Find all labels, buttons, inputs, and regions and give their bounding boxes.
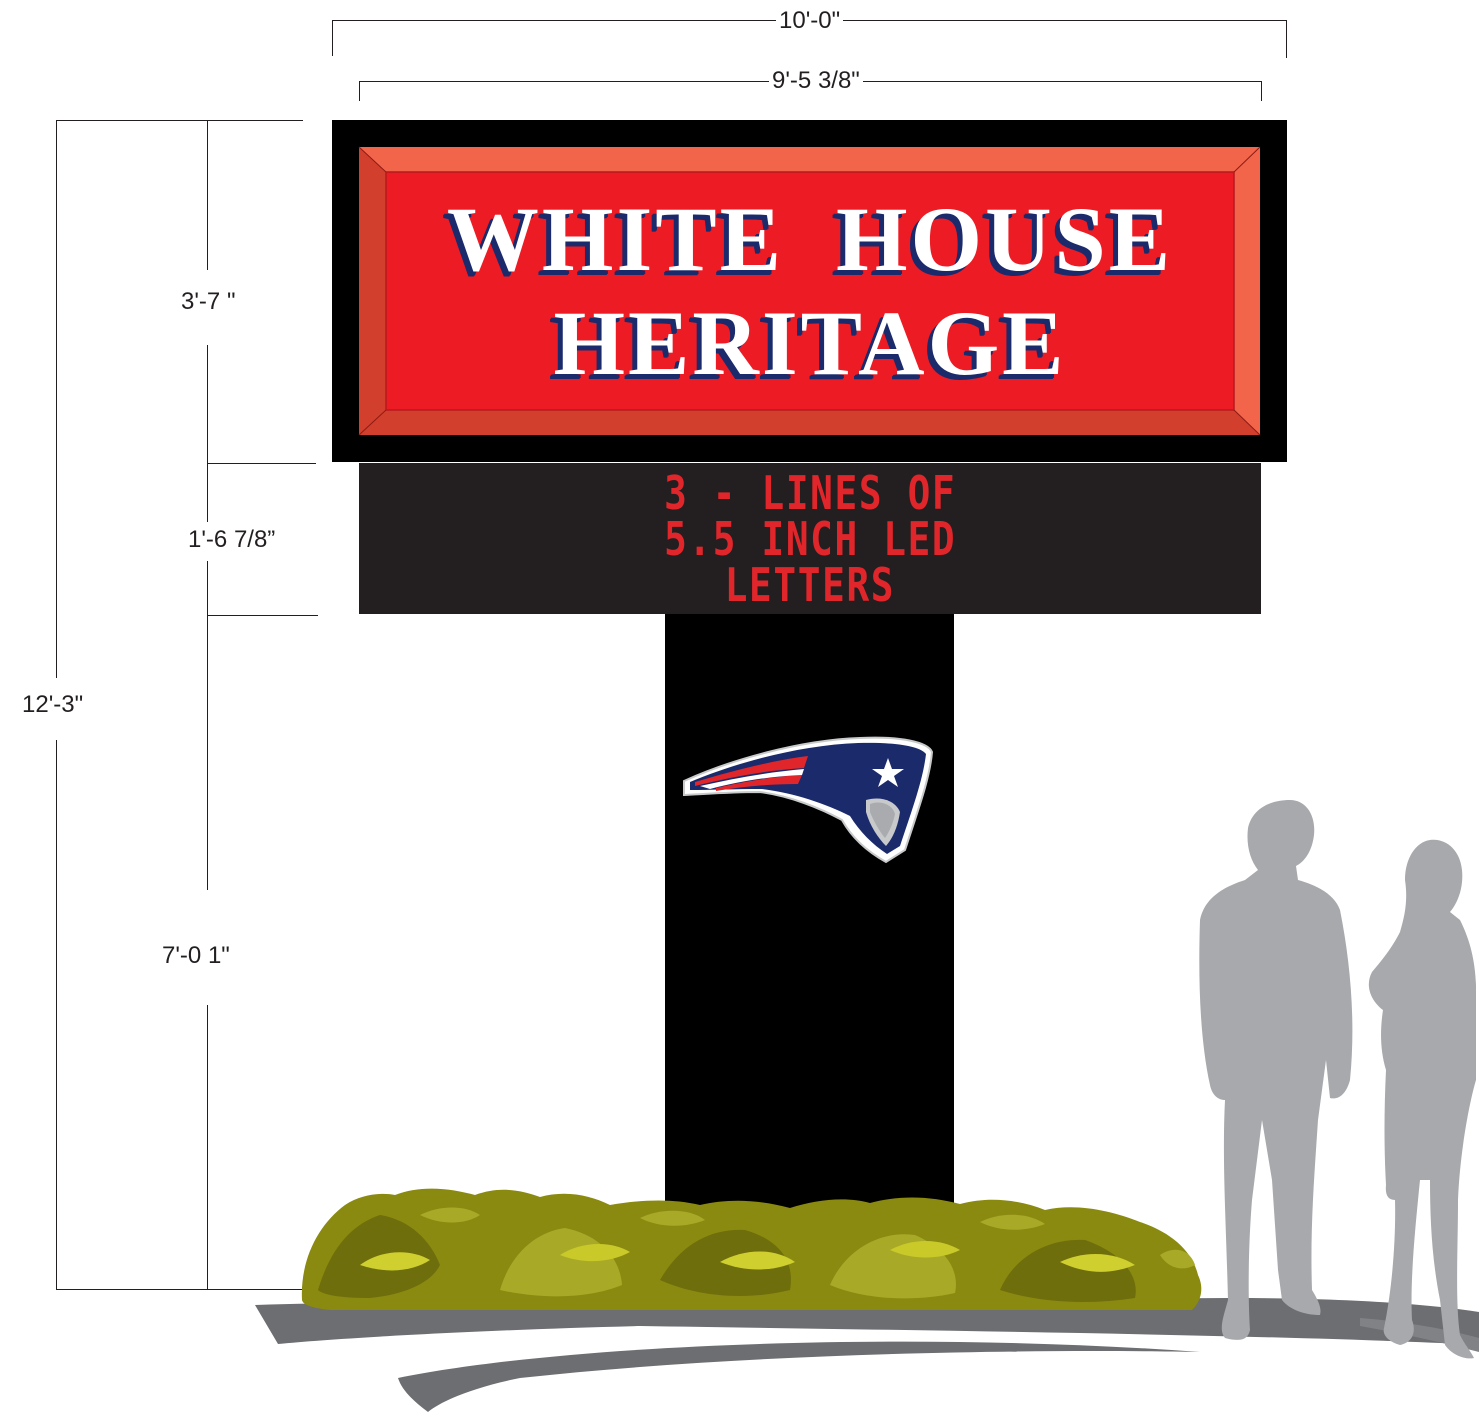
cabinet-height-line-upper	[207, 120, 208, 270]
led-top-tick	[207, 463, 316, 464]
overall-height-bottom-tick	[56, 1289, 308, 1290]
cabinet-height-line-lower	[207, 345, 208, 463]
overall-width-tick-right	[1286, 20, 1287, 58]
post-height-line-upper	[207, 615, 208, 890]
post-height-line-lower	[207, 1005, 208, 1289]
overall-width-tick-left	[332, 20, 333, 56]
led-line-2: 5.5 INCH LED	[663, 511, 957, 566]
sign-text: WHITE HOUSE HERITAGE	[386, 172, 1234, 410]
sign-post	[665, 614, 954, 1214]
overall-height-top-tick	[56, 120, 303, 121]
overall-height-line-lower	[56, 740, 57, 1289]
cabinet-width-tick-right	[1261, 81, 1262, 101]
cabinet-width-tick-left	[359, 81, 360, 101]
led-message-board: 3 - LINES OF 5.5 INCH LED LETTERS	[359, 463, 1261, 614]
cabinet-height-label: 3'-7 "	[181, 288, 236, 315]
sign-line-2: HERITAGE	[553, 292, 1067, 394]
post-height-label: 7'-0 1"	[162, 942, 230, 969]
led-height-line-upper	[207, 463, 208, 522]
overall-height-label: 12'-3"	[22, 691, 84, 718]
overall-height-line-upper	[56, 120, 57, 678]
sign-line-1: WHITE HOUSE	[446, 188, 1174, 290]
led-height-line-lower	[207, 561, 208, 615]
led-bottom-tick	[207, 615, 318, 616]
led-line-1: 3 - LINES OF	[663, 465, 957, 520]
cabinet-width-label: 9'-5 3/8"	[769, 69, 863, 93]
led-height-label: 1'-6 7/8”	[188, 526, 276, 553]
overall-width-label: 10'-0"	[776, 9, 844, 33]
led-line-3: LETTERS	[724, 557, 896, 612]
